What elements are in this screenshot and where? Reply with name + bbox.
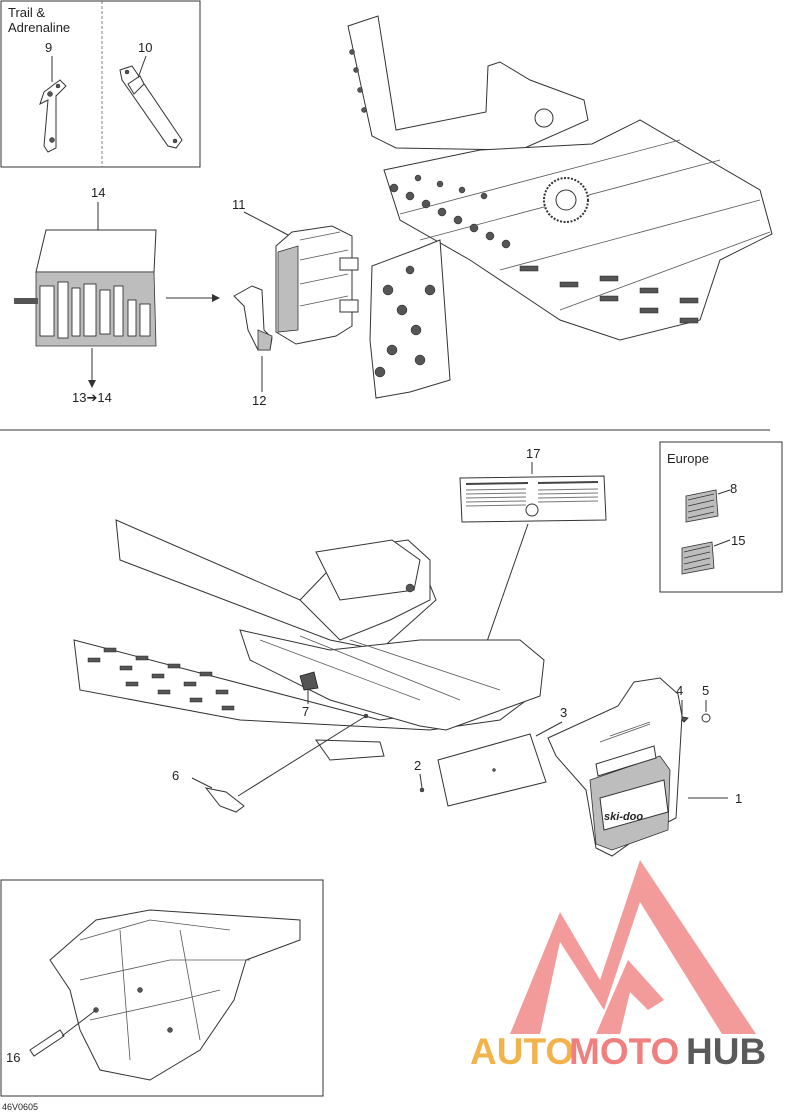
callout-9: 9 xyxy=(45,40,52,55)
tool-kit-group: 14 xyxy=(14,185,157,388)
tunnel-frame-top xyxy=(347,15,773,399)
watermark-text-auto: AUTO xyxy=(470,1031,574,1072)
callout-17: 17 xyxy=(526,446,540,461)
callout-8: 8 xyxy=(730,481,737,496)
watermark-text-moto: MOTO xyxy=(569,1031,679,1072)
europe-box: Europe 8 15 xyxy=(659,441,783,593)
watermark-text-hub: HUB xyxy=(686,1031,766,1072)
part-17-warning-decal: 17 xyxy=(459,446,607,651)
trail-adrenaline-label-line2: Adrenaline xyxy=(8,20,70,35)
part-12-strap xyxy=(233,285,273,392)
part-1-snow-flap: ski-doo xyxy=(547,677,728,857)
part-9-bracket xyxy=(39,56,67,153)
part-2-screw: 2 xyxy=(414,758,425,793)
callout-13-14: 13➔14 xyxy=(72,390,112,405)
callout-6: 6 xyxy=(172,768,179,783)
callout-1: 1 xyxy=(735,791,742,806)
trail-adrenaline-label-line1: Trail & xyxy=(8,5,45,20)
part-15-reflector xyxy=(681,539,731,575)
part-8-reflector xyxy=(685,489,731,523)
callout-16: 16 xyxy=(6,1050,20,1065)
bottom-left-box xyxy=(0,879,324,1097)
rear-tunnel-and-bumper xyxy=(73,519,545,761)
reference-code: 46V0605 xyxy=(2,1102,38,1112)
europe-label: Europe xyxy=(667,451,709,466)
callout-7: 7 xyxy=(302,704,309,719)
watermark-logo xyxy=(510,860,756,1034)
callout-12: 12 xyxy=(252,393,266,408)
part-11-storage-box: 11 xyxy=(232,197,359,345)
callout-10: 10 xyxy=(138,40,152,55)
callout-11: 11 xyxy=(232,197,246,212)
callout-15: 15 xyxy=(731,533,745,548)
callout-14-top: 14 xyxy=(91,185,105,200)
watermark-text: AUTO MOTO HUB xyxy=(470,1031,766,1072)
arrow-head xyxy=(212,294,220,302)
part-10-bar xyxy=(119,55,183,149)
part-3-license-plate: 3 xyxy=(437,705,567,807)
part-5-nut: 5 xyxy=(701,683,711,723)
callout-2: 2 xyxy=(414,758,421,773)
callout-3: 3 xyxy=(560,705,567,720)
trail-adrenaline-box: Trail & Adrenaline 9 10 xyxy=(0,0,201,168)
part-6-reflector xyxy=(191,715,367,813)
ski-doo-logo-text: ski-doo xyxy=(604,811,643,823)
callout-4: 4 xyxy=(676,683,683,698)
callout-5: 5 xyxy=(702,683,709,698)
